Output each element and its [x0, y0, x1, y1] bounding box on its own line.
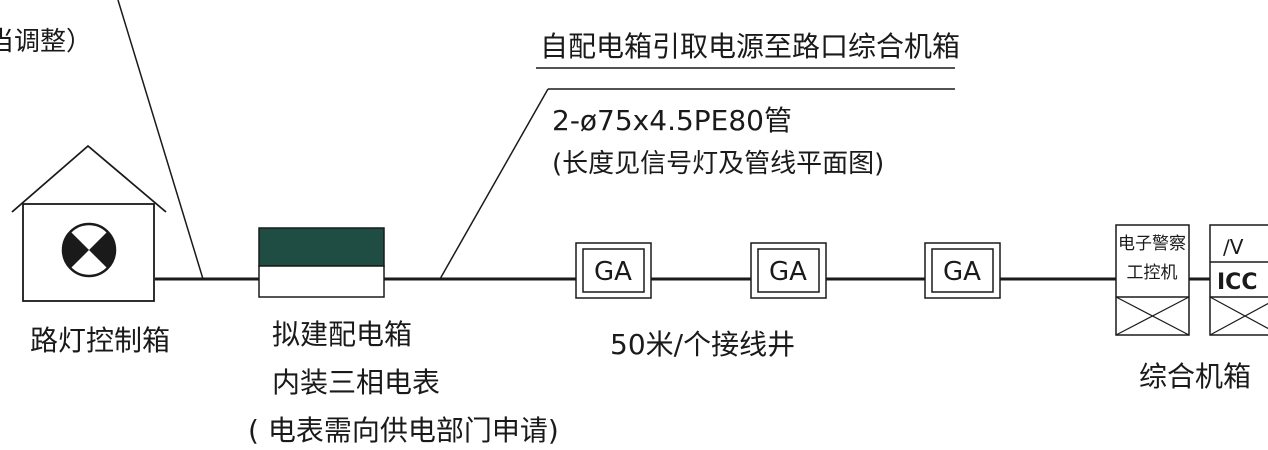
streetlight-control-box	[11, 144, 167, 302]
icc-symbol: ∕V	[1223, 235, 1244, 259]
distribution-box-line2: 内装三相电表	[272, 366, 440, 399]
icc-label: ICC	[1217, 270, 1257, 295]
icc-box	[1209, 224, 1268, 336]
distribution-box-line1: 拟建配电箱	[272, 318, 412, 351]
police-ipc-line2: 工控机	[1127, 263, 1178, 283]
well-spacing-label: 50米/个接线井	[610, 328, 795, 361]
meter-box-bottom	[258, 265, 385, 298]
pipe-spec-text: 2-ø75x4.5PE80管	[552, 104, 792, 137]
pipe-spec-leader-diagonal	[439, 88, 549, 280]
well-label: GA	[594, 257, 632, 287]
junction-well-2: GA	[750, 242, 827, 299]
streetlight-box-label: 路灯控制箱	[30, 324, 170, 357]
distribution-box-line3: ( 电表需向供电部门申请)	[248, 414, 559, 447]
top-left-note: 当调整）	[0, 27, 92, 57]
cabinet-label: 综合机箱	[1139, 360, 1251, 393]
lamp-x-icon	[61, 222, 117, 278]
leader-line-top-left	[117, 0, 204, 280]
police-ipc-line1: 电子警察	[1118, 234, 1186, 254]
junction-well-3: GA	[924, 242, 1001, 299]
integrated-cabinet: 电子警察 工控机 ∕V ICC	[1115, 224, 1268, 336]
length-note-text: (长度见信号灯及管线平面图)	[552, 149, 884, 179]
well-label: GA	[943, 257, 981, 287]
meter-box-top	[258, 227, 385, 267]
power-source-text: 自配电箱引取电源至路口综合机箱	[540, 30, 960, 63]
house-roof	[11, 144, 167, 213]
distribution-box	[258, 227, 385, 298]
junction-well-1: GA	[575, 242, 652, 299]
well-label: GA	[769, 257, 807, 287]
